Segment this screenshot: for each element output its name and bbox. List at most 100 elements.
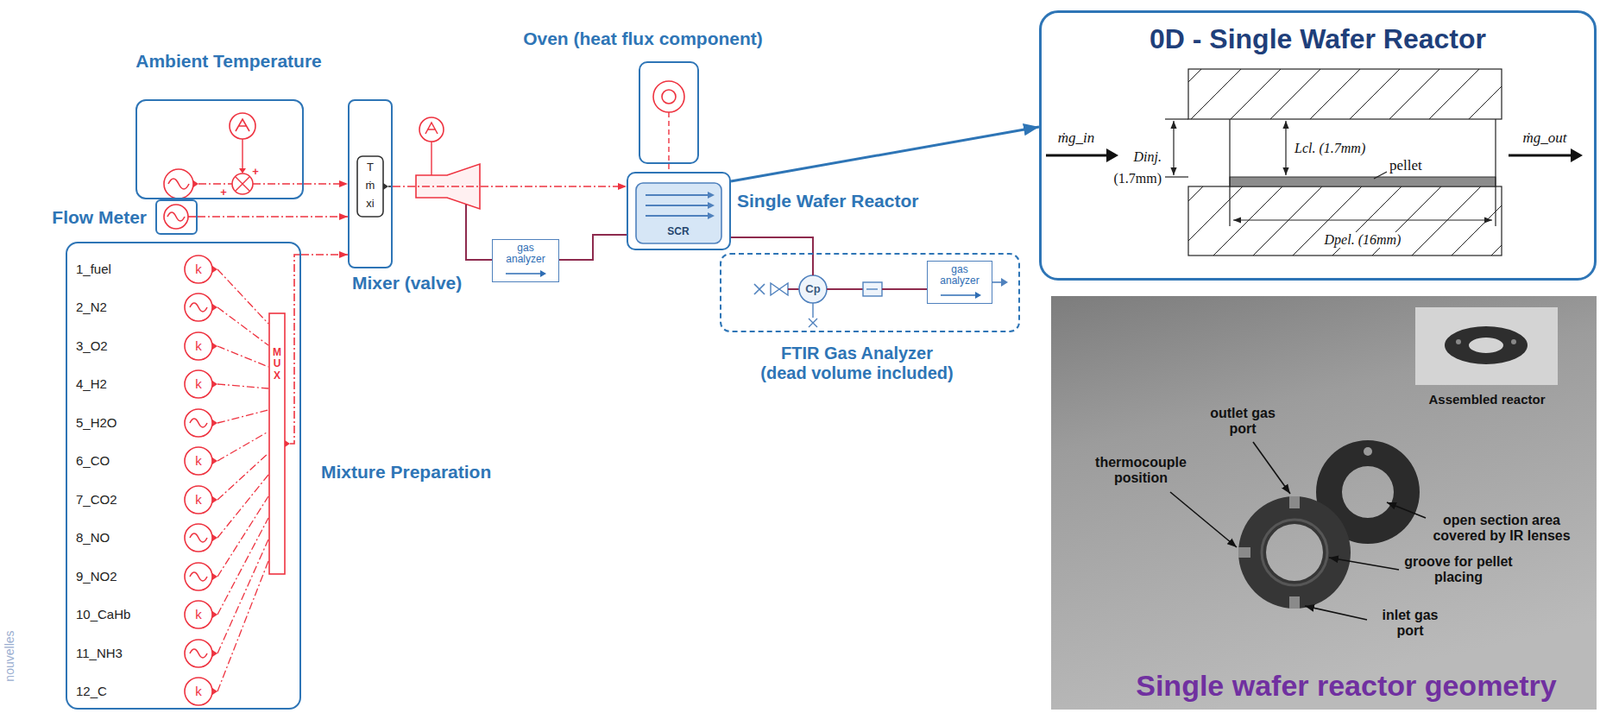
source-icons bbox=[184, 255, 213, 284]
node-label: gas analyzer bbox=[502, 242, 549, 265]
gas-analyzer-box: gas analyzer bbox=[491, 239, 560, 283]
gas-source-name: 11_NH3 bbox=[75, 645, 123, 661]
dimension-label: Lcl. (1.7mm) bbox=[1291, 140, 1368, 157]
constant-symbol: k bbox=[195, 606, 202, 622]
sign-symbol: + bbox=[220, 186, 227, 200]
photo-caption: Assembled reactor bbox=[1428, 391, 1545, 407]
ftir-icons bbox=[812, 252, 814, 276]
source-icons bbox=[212, 265, 218, 695]
valve-icon bbox=[466, 204, 492, 260]
ftir-icons bbox=[881, 288, 927, 290]
source-icons bbox=[184, 447, 213, 475]
gas-source-name: 12_C bbox=[75, 683, 108, 699]
reactor-photo bbox=[1304, 605, 1367, 620]
valve-icon bbox=[415, 117, 492, 260]
reactor-photo bbox=[1051, 296, 1597, 710]
ftir-icons bbox=[812, 302, 813, 318]
oven-icon bbox=[653, 81, 685, 113]
ftir-icons bbox=[1001, 277, 1008, 287]
reactor-photo bbox=[1238, 496, 1351, 609]
reactor-section-drawing bbox=[1570, 148, 1583, 163]
oven-icon bbox=[667, 112, 669, 164]
oven-icon bbox=[661, 89, 676, 104]
gas-analyzer-arrows bbox=[540, 270, 547, 278]
callout-text: inlet gas port bbox=[1371, 607, 1449, 640]
ftir-icons bbox=[754, 283, 765, 295]
ambient-temperature-icons bbox=[235, 176, 250, 191]
reactor-section-drawing bbox=[1165, 176, 1189, 177]
reactor-photo bbox=[1386, 502, 1426, 518]
ambient-temperature-icons bbox=[193, 180, 199, 188]
reactor-section-drawing bbox=[1229, 176, 1496, 187]
flow-meter-box: Flow Meter bbox=[155, 199, 198, 235]
node-label: Single wafer reactor geometry bbox=[1135, 668, 1557, 703]
node-label: Oven (heat flux component) bbox=[522, 28, 763, 50]
node-label: FTIR Gas Analyzer (dead volume included) bbox=[756, 343, 958, 384]
reactor-section-drawing bbox=[1165, 118, 1189, 120]
reactor-photo bbox=[1238, 547, 1251, 558]
gas-source-name: 10_CaHb bbox=[75, 606, 131, 622]
dimension-label: Dinj. bbox=[1133, 149, 1162, 165]
connector bbox=[197, 215, 348, 218]
mux-block bbox=[269, 254, 302, 574]
gas-source-name: 4_H2 bbox=[75, 376, 108, 391]
constant-symbol: k bbox=[195, 338, 202, 353]
reactor-photo bbox=[1289, 596, 1300, 609]
callout-text: thermocouple position bbox=[1089, 454, 1193, 487]
reactor-photo bbox=[1444, 326, 1528, 365]
mixer-icon bbox=[383, 182, 389, 190]
node-label: Single Wafer Reactor bbox=[737, 190, 919, 212]
mixer-symbol: xi bbox=[365, 197, 374, 211]
reactor-section-drawing bbox=[1045, 154, 1108, 158]
reactor-icon bbox=[636, 182, 722, 244]
ftir-icons bbox=[799, 275, 827, 303]
gas-source-name: 6_CO bbox=[75, 453, 110, 468]
reactor-photo bbox=[1363, 447, 1373, 456]
gas-source-name: 3_O2 bbox=[75, 338, 108, 353]
reactor-photo bbox=[1253, 441, 1291, 494]
mux-block bbox=[284, 440, 290, 448]
mixer-symbol: ṁ bbox=[365, 179, 376, 193]
reactor-section-drawing bbox=[1045, 69, 1583, 256]
oven-box: Oven (heat flux component) bbox=[638, 61, 700, 164]
callout-text: open section area covered by IR lenses bbox=[1427, 512, 1576, 545]
reactor-icon bbox=[645, 195, 713, 216]
ambient-temperature-icons bbox=[252, 182, 304, 185]
flow-meter-icon bbox=[163, 204, 198, 229]
ftir-icons bbox=[992, 281, 1002, 284]
dimension-label: (1.7mm) bbox=[1113, 170, 1162, 187]
heat-capacity-symbol: Cp bbox=[805, 283, 820, 297]
callout-text: outlet gas port bbox=[1199, 405, 1286, 438]
reactor-section-drawing bbox=[1494, 119, 1496, 227]
valve-icon bbox=[430, 141, 432, 176]
reactor-icon bbox=[636, 182, 722, 244]
flow-meter-icon bbox=[163, 204, 189, 229]
mass-flow-label: ṁg_in bbox=[1058, 129, 1096, 147]
reactor-section-drawing bbox=[1285, 120, 1286, 176]
reactor-photo bbox=[1289, 496, 1300, 509]
node-label: Flow Meter bbox=[51, 207, 147, 228]
gas-analyzer-box: gas analyzer bbox=[926, 260, 993, 304]
connector bbox=[303, 182, 348, 185]
reactor-section-drawing bbox=[1228, 119, 1230, 227]
ftir-icons bbox=[754, 252, 1008, 328]
valve-icon bbox=[425, 122, 438, 134]
reactor-icon bbox=[707, 191, 715, 220]
flow-meter-icon bbox=[167, 212, 185, 221]
source-icons bbox=[184, 677, 213, 706]
mux-label: MUX bbox=[271, 346, 283, 382]
node-label: Mixture Preparation bbox=[321, 461, 492, 483]
ambient-temperature-icons bbox=[241, 138, 243, 170]
part-label: pellet bbox=[1389, 157, 1423, 175]
ftir-icons bbox=[770, 283, 788, 296]
source-icons bbox=[189, 302, 208, 658]
reactor-box: Single Wafer Reactor bbox=[626, 171, 731, 251]
mixer-icon bbox=[357, 156, 393, 217]
ftir-icons bbox=[866, 288, 878, 290]
reactor-section-drawing bbox=[1373, 171, 1387, 179]
ambient-temperature-icons bbox=[235, 119, 250, 132]
gas-source-name: 9_NO2 bbox=[75, 568, 118, 584]
gas-analyzer-arrows bbox=[505, 272, 541, 275]
gas-source-name: 8_NO bbox=[75, 529, 110, 545]
